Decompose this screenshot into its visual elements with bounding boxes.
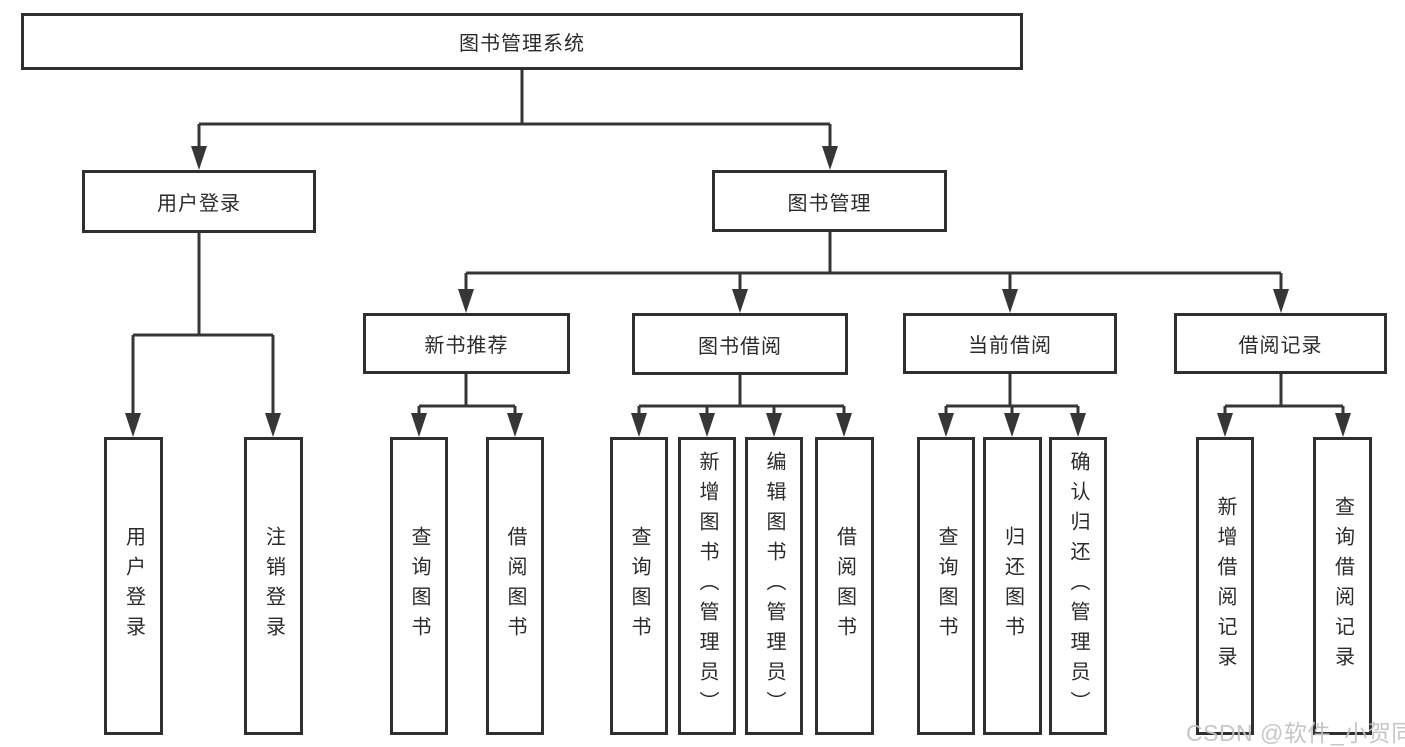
arrow-leaf (766, 413, 782, 437)
arrow-leaf (1070, 413, 1086, 437)
arrow-borrow-records (1273, 289, 1289, 313)
arrow-leaf (411, 413, 427, 437)
leaf-confirm-return-admin: 确认归还（管理员） (1049, 437, 1107, 735)
node-root: 图书管理系统 (21, 13, 1023, 70)
leaf-query-borrow-record: 查询借阅记录 (1313, 437, 1372, 735)
arrow-leaf (265, 413, 281, 437)
node-current-borrowing-label: 当前借阅 (968, 335, 1052, 357)
leaf-query-books-1-label: 查询图书 (408, 526, 430, 646)
node-book-borrowing-label: 图书借阅 (698, 335, 782, 358)
arrow-leaf (1217, 413, 1233, 437)
arrow-leaf (1004, 413, 1020, 437)
leaf-query-books-3-label: 查询图书 (935, 526, 957, 646)
leaf-add-books-admin: 新增图书（管理员） (678, 437, 736, 735)
leaf-query-borrow-record-label: 查询借阅记录 (1331, 496, 1354, 676)
arrow-user-login (191, 146, 207, 170)
leaf-query-books-2: 查询图书 (610, 437, 668, 735)
leaf-confirm-return-admin-label: 确认归还（管理员） (1067, 451, 1089, 721)
arrow-leaf (507, 413, 523, 437)
node-book-borrowing: 图书借阅 (632, 313, 848, 375)
node-new-book-recommendation-label: 新书推荐 (424, 335, 509, 357)
leaf-add-borrow-record: 新增借阅记录 (1196, 437, 1254, 735)
node-borrowing-records: 借阅记录 (1174, 313, 1387, 374)
arrow-leaf (699, 413, 715, 437)
arrow-leaf (125, 413, 141, 437)
arrow-book-mgmt (822, 146, 838, 170)
leaf-borrow-books-2-label: 借阅图书 (833, 526, 856, 646)
arrow-current-borrow (1002, 289, 1018, 313)
leaf-borrow-books-1-label: 借阅图书 (504, 526, 526, 646)
node-user-login-label: 用户登录 (157, 193, 241, 215)
leaf-edit-books-admin: 编辑图书（管理员） (745, 437, 803, 735)
leaf-edit-books-admin-label: 编辑图书（管理员） (763, 451, 785, 721)
leaf-borrow-books-1: 借阅图书 (486, 437, 544, 735)
leaf-user-login: 用户登录 (104, 437, 163, 735)
leaf-query-books-2-label: 查询图书 (628, 526, 650, 646)
arrow-leaf (1335, 413, 1351, 437)
node-book-management-label: 图书管理 (787, 192, 872, 215)
node-root-label: 图书管理系统 (459, 33, 585, 55)
leaf-add-borrow-record-label: 新增借阅记录 (1214, 496, 1236, 676)
arrow-leaf (631, 413, 647, 437)
leaf-borrow-books-2: 借阅图书 (815, 437, 874, 735)
leaf-add-books-admin-label: 新增图书（管理员） (696, 451, 718, 721)
arrow-new-book-rec (458, 289, 474, 313)
arrow-book-borrow (732, 289, 748, 313)
leaf-return-books: 归还图书 (983, 437, 1042, 735)
node-borrowing-records-label: 借阅记录 (1238, 335, 1323, 357)
csdn-watermark: CSDN @软件_小贺同学 (1186, 720, 1405, 746)
leaf-logout: 注销登录 (244, 437, 303, 735)
node-current-borrowing: 当前借阅 (903, 313, 1117, 374)
leaf-logout-label: 注销登录 (262, 526, 285, 646)
leaf-user-login-label: 用户登录 (122, 526, 145, 646)
node-new-book-recommendation: 新书推荐 (363, 313, 570, 374)
leaf-query-books-1: 查询图书 (390, 437, 448, 735)
node-user-login: 用户登录 (82, 170, 316, 233)
leaf-return-books-label: 归还图书 (1001, 526, 1024, 646)
arrow-leaf (938, 413, 954, 437)
arrow-leaf (836, 413, 852, 437)
leaf-query-books-3: 查询图书 (917, 437, 975, 735)
node-book-management: 图书管理 (712, 170, 947, 232)
arrowheads (125, 146, 1351, 437)
